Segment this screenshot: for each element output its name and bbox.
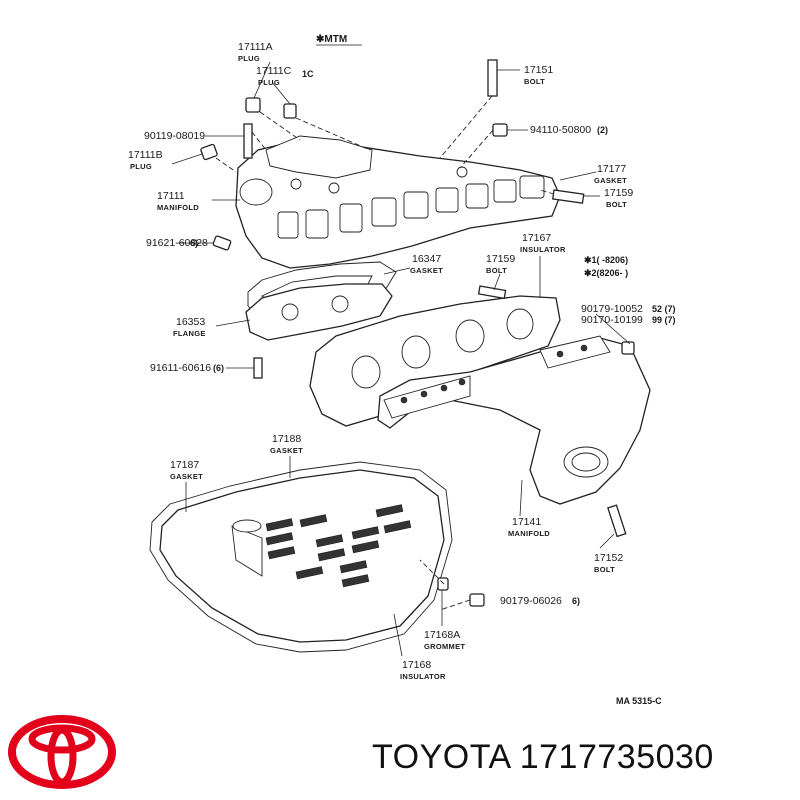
label-17159b-num: 17159 bbox=[486, 253, 515, 265]
label-17141-num: 17141 bbox=[512, 516, 541, 528]
bolt-17151 bbox=[487, 59, 498, 97]
mtm-tag: ✱MTM bbox=[316, 34, 347, 45]
label-91611-qty: (6) bbox=[213, 363, 224, 373]
legend-line-1: ✱1( -8206) bbox=[584, 255, 628, 265]
label-17168A-name: GROMMET bbox=[424, 642, 465, 651]
brand-name: TOYOTA bbox=[372, 738, 510, 776]
label-17111A-name: PLUG bbox=[238, 54, 260, 63]
label-16347-name: GASKET bbox=[410, 266, 443, 275]
assembly-lines bbox=[215, 95, 555, 611]
label-17111B-name: PLUG bbox=[130, 162, 152, 171]
label-90179b-num: 90179-06026 bbox=[500, 595, 562, 607]
label-17168-name: INSULATOR bbox=[400, 672, 446, 681]
plug-17111B bbox=[200, 143, 218, 161]
plug-17111C bbox=[283, 103, 297, 119]
label-17187-num: 17187 bbox=[170, 459, 199, 471]
label-90170-num: 90170-10199 bbox=[581, 314, 643, 326]
label-90179a-qty: 52 (7) bbox=[652, 304, 676, 314]
label-90170-qty: 99 (7) bbox=[652, 315, 676, 325]
intake-manifold bbox=[235, 135, 561, 269]
label-17152-name: BOLT bbox=[594, 565, 615, 574]
label-17167-num: 17167 bbox=[522, 232, 551, 244]
label-17111B-num: 17111B bbox=[128, 149, 163, 161]
exhaust-manifold bbox=[309, 295, 651, 505]
bolt-17159-b bbox=[477, 285, 507, 300]
label-17168-num: 17168 bbox=[402, 659, 431, 671]
part-number: 1717735030 bbox=[519, 738, 714, 776]
label-17167-name: INSULATOR bbox=[520, 245, 566, 254]
label-94110-num: 94110-50800 bbox=[530, 124, 591, 136]
stud-90119 bbox=[243, 123, 253, 159]
label-91621-num: 91621-60828 bbox=[146, 237, 208, 249]
label-17159a-num: 17159 bbox=[604, 187, 633, 199]
plug-17111A bbox=[245, 97, 261, 113]
label-17111C-name: PLUG bbox=[258, 78, 280, 87]
label-94110-qty: (2) bbox=[597, 125, 608, 135]
label-17111C-qty: 1C bbox=[302, 69, 314, 79]
label-17188-name: GASKET bbox=[270, 446, 303, 455]
label-17168A-num: 17168A bbox=[424, 629, 460, 641]
nut-94110 bbox=[492, 123, 508, 137]
brand-part-number: TOYOTA 1717735030 bbox=[372, 738, 714, 777]
label-90119-num: 90119-08019 bbox=[144, 130, 205, 142]
label-17187-name: GASKET bbox=[170, 472, 203, 481]
label-17111A-num: 17111A bbox=[238, 41, 273, 53]
label-90179b-qty: 6) bbox=[572, 596, 580, 606]
label-17111-num: 17111 bbox=[157, 190, 185, 202]
label-17151-num: 17151 bbox=[524, 64, 553, 76]
label-17177-num: 17177 bbox=[597, 163, 626, 175]
nut-90179 bbox=[621, 341, 635, 355]
label-16353-num: 16353 bbox=[176, 316, 205, 328]
label-17159b-name: BOLT bbox=[486, 266, 507, 275]
diagram-code: MA 5315-C bbox=[616, 696, 662, 706]
label-17177-name: GASKET bbox=[594, 176, 627, 185]
label-17151-name: BOLT bbox=[524, 77, 545, 86]
leader-lines bbox=[171, 61, 631, 657]
label-17111-name: MANIFOLD bbox=[157, 203, 199, 212]
label-17111C-num: 17111C bbox=[256, 65, 292, 77]
grommet-17168A bbox=[437, 577, 449, 591]
label-91611-num: 91611-60616 bbox=[150, 362, 211, 374]
bolt-17152 bbox=[607, 504, 627, 538]
flange-16353 bbox=[245, 283, 393, 341]
nut-90179-06026 bbox=[469, 593, 485, 607]
label-91621-qty: 6) bbox=[190, 238, 198, 248]
label-17141-name: MANIFOLD bbox=[508, 529, 550, 538]
heat-insulator bbox=[149, 461, 453, 653]
legend-line-2: ✱2(8206- ) bbox=[584, 268, 628, 278]
label-17159a-name: BOLT bbox=[606, 200, 627, 209]
label-17188-num: 17188 bbox=[272, 433, 301, 445]
bolt-17159-a bbox=[552, 189, 585, 204]
label-16353-name: FLANGE bbox=[173, 329, 206, 338]
label-17152-num: 17152 bbox=[594, 552, 623, 564]
label-90179a-num: 90179-10052 bbox=[581, 303, 643, 315]
nut-91621 bbox=[212, 235, 232, 251]
toyota-logo bbox=[8, 715, 116, 789]
bolt-91611 bbox=[253, 357, 263, 379]
label-16347-num: 16347 bbox=[412, 253, 441, 265]
